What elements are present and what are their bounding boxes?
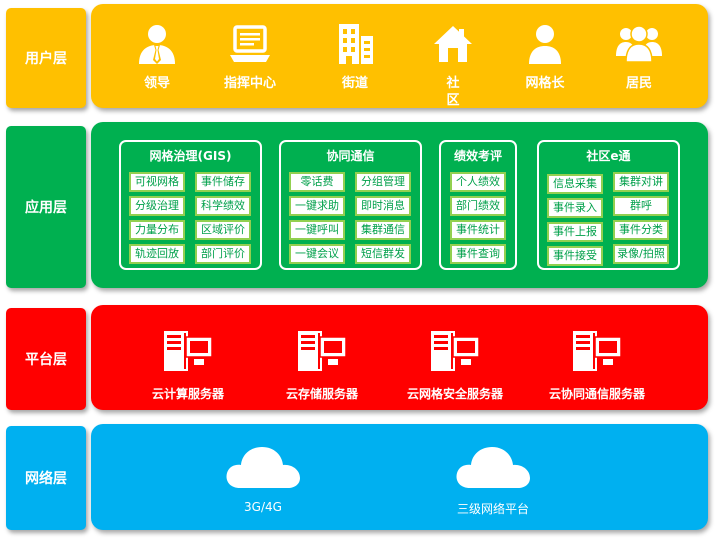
app-cell[interactable]: 部门绩效 (450, 196, 506, 216)
app-cell[interactable]: 事件储存 (195, 172, 251, 192)
user-item-command-center[interactable]: 指挥中心 (210, 22, 290, 92)
app-cell[interactable]: 事件上报 (547, 222, 603, 242)
app-layer-label-text: 应用层 (25, 200, 67, 216)
user-item-label: 指挥中心 (223, 76, 276, 91)
app-cell[interactable]: 录像/拍照 (613, 244, 669, 264)
building-icon (339, 24, 373, 64)
app-cell[interactable]: 科学绩效 (195, 196, 251, 216)
server-label: 云计算服务器 (151, 387, 224, 401)
app-cell[interactable]: 短信群发 (355, 244, 411, 264)
user-item-leader[interactable]: 领导 (117, 22, 197, 92)
platform-layer-label-text: 平台层 (25, 352, 67, 368)
app-group-performance: 绩效考评 个人绩效 部门绩效 事件统计 事件查询 (439, 140, 517, 270)
app-cell[interactable]: 集群对讲 (613, 172, 669, 192)
app-cell[interactable]: 零话费 (289, 172, 345, 192)
user-item-label: 网格长 (525, 76, 565, 91)
app-cell[interactable]: 分级治理 (129, 196, 185, 216)
app-cell[interactable]: 轨迹回放 (129, 244, 185, 264)
app-cell[interactable]: 信息采集 (547, 174, 603, 194)
platform-layer-panel: 云计算服务器 云存储服务器 云网格安全服务器 (91, 305, 708, 410)
cloud-icon (456, 447, 530, 488)
app-cell[interactable]: 个人绩效 (450, 172, 506, 192)
user-layer-label-text: 用户层 (25, 51, 67, 67)
server-cloud-collab-comm[interactable]: 云协同通信服务器 (539, 327, 655, 402)
network-layer-label-text: 网络层 (25, 471, 67, 487)
user-item-label: 街道 (341, 76, 368, 91)
server-label: 云网格安全服务器 (406, 387, 503, 401)
app-group-title: 协同通信 (326, 149, 375, 163)
app-cell[interactable]: 力量分布 (129, 220, 185, 240)
server-label: 云存储服务器 (285, 387, 358, 401)
app-cell[interactable]: 即时消息 (355, 196, 411, 216)
app-layer-panel: 网格治理(GIS) 可视网格 事件储存 分级治理 科学绩效 力量分布 区域评价 … (91, 122, 708, 288)
app-cell[interactable]: 事件统计 (450, 220, 506, 240)
app-cell[interactable]: 一键会议 (289, 244, 345, 264)
cloud-label: 三级网络平台 (456, 502, 529, 516)
app-group-collaborative-comm: 协同通信 零话费 分组管理 一键求助 即时消息 一键呼叫 集群通信 一键会议 短… (279, 140, 422, 270)
group-icon (616, 25, 662, 63)
server-icon (431, 331, 480, 371)
server-cloud-storage[interactable]: 云存储服务器 (277, 327, 367, 402)
app-group-title: 绩效考评 (453, 149, 502, 163)
user-layer-panel: 领导 指挥中心 街道 社 区 (91, 4, 708, 108)
user-item-residents[interactable]: 居民 (599, 22, 679, 92)
app-cell[interactable]: 区域评价 (195, 220, 251, 240)
app-cell[interactable]: 事件分类 (613, 220, 669, 240)
user-item-community[interactable]: 社 区 (413, 22, 493, 109)
user-layer-label: 用户层 (6, 8, 86, 108)
user-item-street[interactable]: 街道 (315, 22, 395, 92)
app-cell[interactable]: 一键求助 (289, 196, 345, 216)
platform-layer-label: 平台层 (6, 308, 86, 410)
app-cell[interactable]: 一键呼叫 (289, 220, 345, 240)
app-cell[interactable]: 分组管理 (355, 172, 411, 192)
cloud-label: 3G/4G (244, 500, 282, 514)
laptop-icon (230, 25, 270, 62)
app-group-grid-governance: 网格治理(GIS) 可视网格 事件储存 分级治理 科学绩效 力量分布 区域评价 … (119, 140, 262, 270)
server-icon (298, 331, 347, 371)
user-item-label: 居民 (625, 76, 652, 91)
server-cloud-compute[interactable]: 云计算服务器 (143, 327, 233, 402)
cloud-three-level-network[interactable]: 三级网络平台 (453, 442, 533, 517)
person-icon (529, 25, 561, 64)
network-layer-panel: 3G/4G 三级网络平台 (91, 424, 708, 530)
app-cell[interactable]: 部门评价 (195, 244, 251, 264)
user-item-grid-leader[interactable]: 网格长 (505, 22, 585, 92)
app-group-title: 社区e通 (586, 149, 631, 163)
server-icon (164, 331, 213, 371)
cloud-3g4g[interactable]: 3G/4G (223, 442, 303, 514)
app-cell[interactable]: 事件录入 (547, 198, 603, 218)
app-cell[interactable]: 集群通信 (355, 220, 411, 240)
network-layer-label: 网络层 (6, 426, 86, 530)
app-cell[interactable]: 可视网格 (129, 172, 185, 192)
app-layer-label: 应用层 (6, 126, 86, 288)
app-cell[interactable]: 事件查询 (450, 244, 506, 264)
app-group-community-etong: 社区e通 信息采集 集群对讲 事件录入 群呼 事件上报 事件分类 事件接受 录像… (537, 140, 680, 270)
app-group-title: 网格治理(GIS) (149, 149, 232, 163)
server-icon (573, 331, 622, 371)
user-item-label: 领导 (143, 76, 170, 91)
user-item-label: 社 区 (446, 76, 460, 108)
leader-icon (139, 25, 175, 64)
app-cell[interactable]: 事件接受 (547, 246, 603, 266)
cloud-icon (226, 447, 300, 488)
house-icon (434, 26, 472, 62)
server-label: 云协同通信服务器 (548, 387, 645, 401)
server-cloud-grid-security[interactable]: 云网格安全服务器 (397, 327, 513, 402)
app-cell[interactable]: 群呼 (613, 196, 669, 216)
